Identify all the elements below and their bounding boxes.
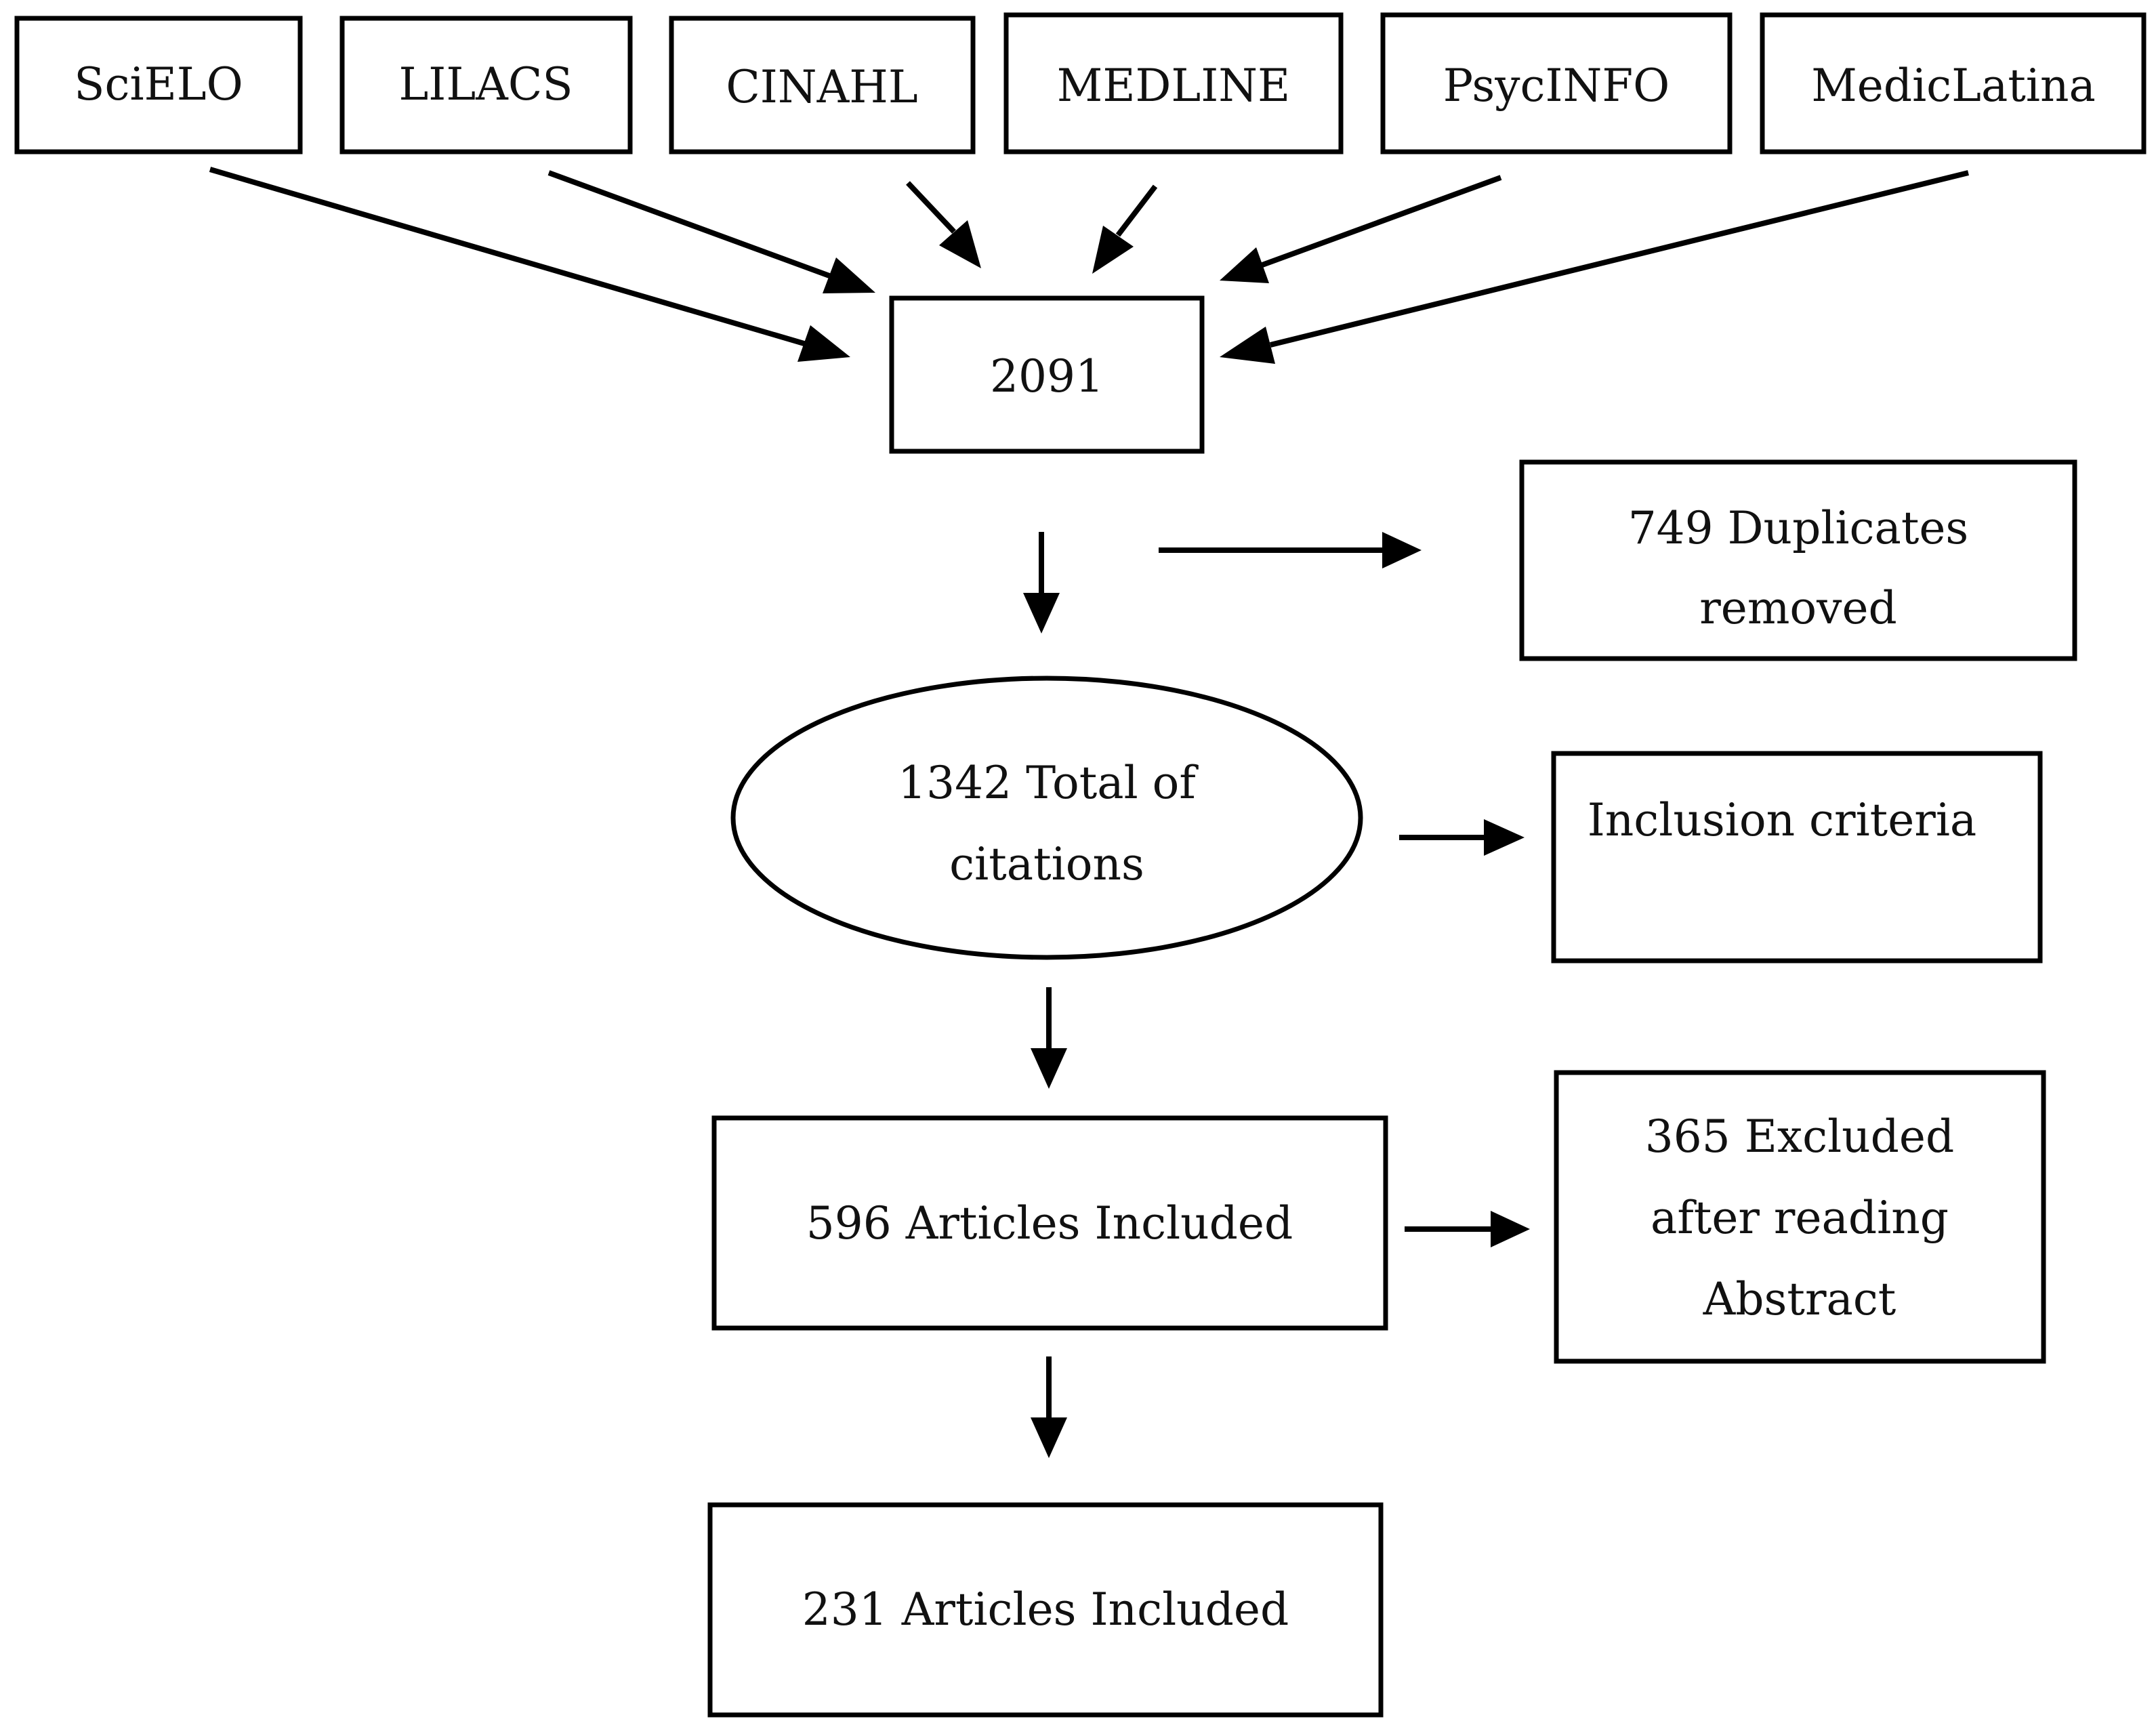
excluded-line-2: after reading	[1651, 1192, 1949, 1244]
articles-included-231-box: 231 Articles Included	[707, 1502, 1384, 1718]
source-label-psycinfo: PsycINFO	[1443, 60, 1670, 112]
arrow-total-down	[1023, 532, 1060, 634]
arrow-cinahl-to-total	[906, 181, 981, 268]
arrow-to-duplicates	[1159, 532, 1422, 568]
total-citations-line-1: 1342 Total of	[898, 757, 1199, 809]
articles-included-596-box: 596 Articles Included	[711, 1115, 1388, 1331]
arrow-mediclatina-to-total	[1220, 170, 1969, 364]
source-box-medline: MEDLINE	[1003, 12, 1344, 154]
excluded-line-3: Abstract	[1703, 1273, 1896, 1325]
arrow-psycinfo-to-total	[1220, 175, 1502, 283]
source-box-scielo: SciELO	[14, 16, 303, 154]
source-label-scielo: SciELO	[74, 58, 243, 110]
arrow-lilacs-to-total	[547, 170, 875, 293]
source-box-psycinfo: PsycINFO	[1380, 12, 1733, 154]
source-label-lilacs: LILACS	[398, 58, 573, 110]
excluded-line-1: 365 Excluded	[1645, 1111, 1955, 1163]
inclusion-criteria-box: Inclusion criteria	[1551, 751, 2043, 963]
arrow-scielo-to-total	[209, 167, 850, 362]
source-box-lilacs: LILACS	[339, 16, 633, 154]
inclusion-criteria-label: Inclusion criteria	[1588, 794, 1977, 846]
excluded-abstract-box: 365 Excluded after reading Abstract	[1554, 1070, 2046, 1364]
duplicates-line-1: 749 Duplicates	[1628, 502, 1969, 554]
source-box-cinahl: CINAHL	[669, 16, 976, 154]
duplicates-box: 749 Duplicates removed	[1519, 459, 2077, 661]
total-citations-ellipse: 1342 Total of citations	[730, 676, 1363, 960]
total-citations-line-2: citations	[949, 838, 1144, 890]
arrow-to-excluded	[1405, 1211, 1530, 1247]
arrow-medline-to-total	[1092, 184, 1158, 274]
arrow-to-inclusion-criteria	[1399, 819, 1525, 856]
articles-included-596-label: 596 Articles Included	[806, 1197, 1293, 1249]
arrow-citations-down	[1031, 987, 1067, 1089]
source-label-cinahl: CINAHL	[726, 61, 917, 113]
arrow-articles-down	[1031, 1356, 1067, 1458]
source-box-mediclatina: MedicLatina	[1760, 12, 2147, 154]
articles-included-231-label: 231 Articles Included	[802, 1583, 1289, 1636]
duplicates-line-2: removed	[1699, 582, 1897, 634]
source-label-mediclatina: MedicLatina	[1811, 60, 2096, 112]
total-records-box: 2091	[889, 295, 1205, 454]
total-records-label: 2091	[990, 350, 1104, 402]
source-label-medline: MEDLINE	[1057, 60, 1291, 112]
